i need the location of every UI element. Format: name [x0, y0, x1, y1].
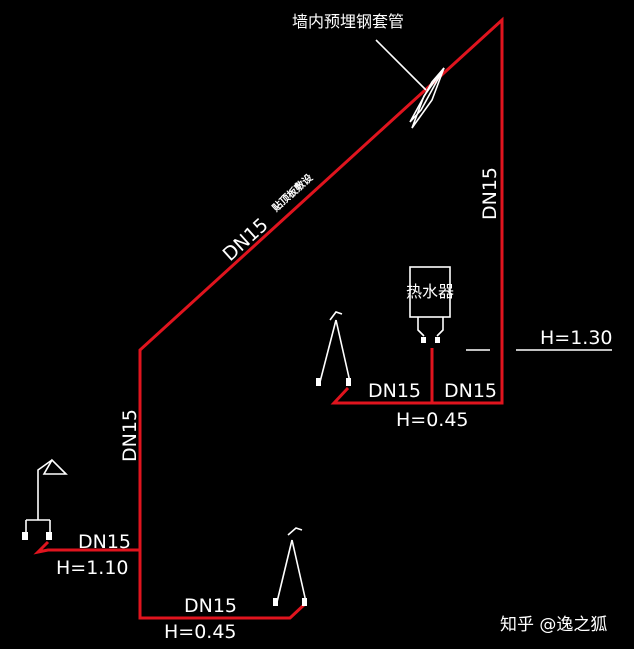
heater-stem-left: [417, 317, 425, 337]
right-vertical-pipe-label: DN15: [479, 167, 501, 220]
diag-pipe-label: DN15: [219, 214, 273, 266]
water-heater-box: [409, 266, 451, 318]
sleeve-leader: [375, 39, 427, 91]
faucet-icon: [316, 311, 351, 386]
faucet-icon: [273, 527, 307, 606]
heater-height-label: H=0.45: [396, 409, 469, 431]
heater-left-pipe-label: DN15: [368, 380, 421, 402]
bottom-height-label: H=0.45: [164, 621, 237, 643]
watermark: 知乎 @逸之狐: [500, 615, 608, 635]
sleeve-outline: [411, 67, 445, 129]
water-heater: 热水器: [406, 266, 454, 343]
heater-branch-pipe: [330, 386, 432, 405]
heater-stem-right: [436, 317, 444, 337]
left-branch-height-label: H=1.10: [56, 557, 129, 579]
ceiling-note: 贴顶板敷设: [269, 171, 316, 215]
left-branch-pipe-label: DN15: [78, 531, 131, 553]
main-pipe-run: [138, 16, 504, 550]
sleeve-note: 墙内预埋钢套管: [292, 12, 404, 31]
heater-valve-left: [421, 337, 426, 343]
right-height-label: H=1.30: [540, 327, 613, 349]
heater-valve-right: [435, 337, 440, 343]
left-vertical-pipe-label: DN15: [119, 409, 141, 462]
left-branch-pipe: [33, 540, 140, 555]
shower-head-icon: [22, 458, 68, 540]
bottom-pipe-label: DN15: [184, 595, 237, 617]
bottom-pipe: [138, 550, 308, 620]
water-heater-label: 热水器: [406, 282, 454, 301]
pipe-network: [33, 16, 504, 620]
heater-right-pipe-label: DN15: [444, 380, 497, 402]
steel-sleeve-icon: [375, 39, 445, 129]
